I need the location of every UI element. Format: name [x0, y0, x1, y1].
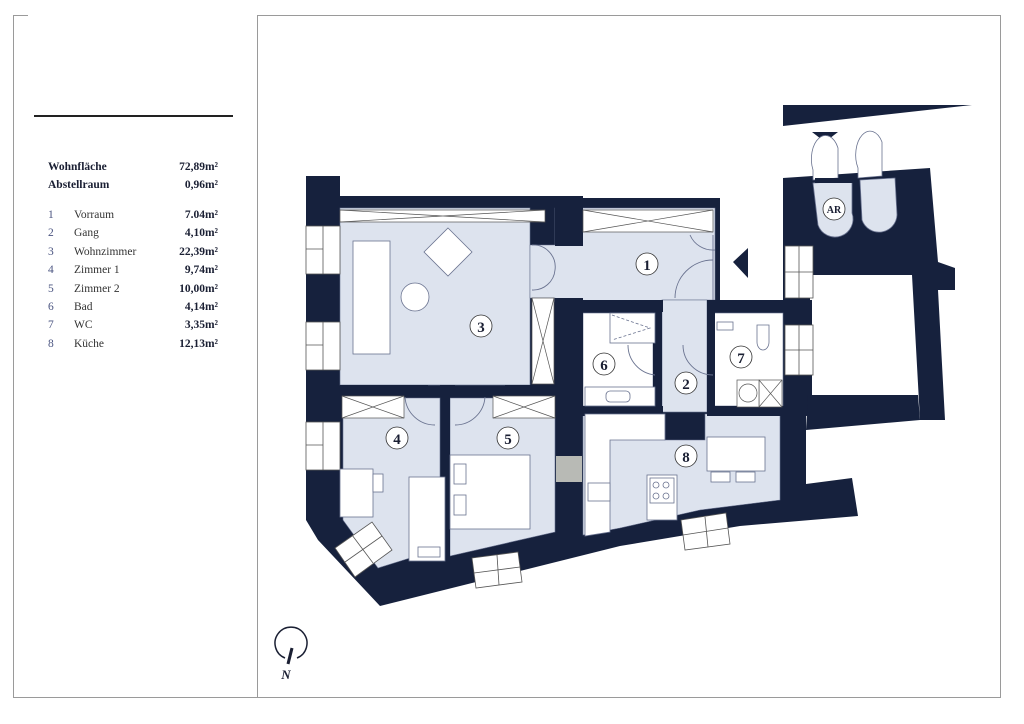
shower	[609, 312, 656, 344]
storage-value: 0,96m²	[184, 179, 218, 191]
summary-living-area: Wohnfläche 72,89m²	[48, 158, 218, 176]
svg-text:5: 5	[504, 432, 512, 448]
room-labels: 1 2 3 4 5 6 7 8 AR	[385, 197, 846, 468]
room-row: 7 WC 3,35m²	[48, 316, 218, 334]
room-row: 3 Wohnzimmer 22,39m²	[48, 243, 218, 261]
storage-label: Abstellraum	[48, 179, 110, 191]
doors	[404, 234, 716, 426]
area-summary: Wohnfläche 72,89m² Abstellraum 0,96m²	[48, 158, 218, 194]
room-name: WC	[74, 319, 93, 332]
room-area: 3,35m²	[184, 319, 218, 332]
north-arrow-icon: N	[274, 626, 308, 682]
svg-text:AR: AR	[827, 205, 842, 216]
svg-text:4: 4	[393, 432, 401, 448]
furniture	[339, 227, 770, 562]
wardrobes	[339, 209, 783, 419]
double-bed	[449, 454, 531, 530]
legend-divider	[34, 115, 233, 117]
room-area: 4,10m²	[184, 227, 218, 240]
room-area: 7.04m²	[184, 209, 218, 221]
room-2-floor	[661, 299, 708, 413]
room-name: Küche	[74, 337, 105, 350]
room-name: Wohnzimmer	[74, 245, 137, 258]
wc-sink	[716, 321, 734, 331]
room-name: Zimmer 2	[74, 282, 120, 295]
room-number: 1	[48, 209, 54, 221]
room-row: 4 Zimmer 1 9,74m²	[48, 261, 218, 279]
room-number: 2	[48, 227, 54, 240]
room-number: 8	[48, 337, 54, 350]
room-label-1: 1	[635, 252, 659, 276]
storage-units	[810, 130, 898, 238]
room-label-8: 8	[674, 444, 698, 468]
room-area: 22,39m²	[179, 245, 218, 258]
svg-text:2: 2	[682, 377, 690, 393]
room-number: 6	[48, 300, 54, 313]
room-number: 4	[48, 264, 54, 277]
toilet	[756, 324, 770, 351]
kitchen-counter	[584, 413, 666, 537]
room-number: 5	[48, 282, 54, 295]
room-area: 9,74m²	[184, 264, 218, 277]
room-label-5: 5	[496, 426, 520, 450]
north-label: N	[280, 667, 291, 682]
svg-text:6: 6	[600, 358, 608, 374]
summary-storage: Abstellraum 0,96m²	[48, 176, 218, 194]
round-table	[400, 282, 430, 312]
living-area-label: Wohnfläche	[48, 161, 107, 173]
svg-text:3: 3	[477, 320, 485, 336]
room-number: 3	[48, 245, 54, 258]
storage-label-ar: AR	[822, 197, 846, 221]
sofa	[352, 240, 391, 355]
svg-text:1: 1	[643, 258, 651, 274]
svg-text:7: 7	[737, 351, 745, 367]
room-list: 1 Vorraum 7.04m² 2 Gang 4,10m² 3 Wohnzimmer 22…	[48, 206, 218, 353]
armchair-table	[423, 227, 473, 277]
room-area: 10,00m²	[179, 282, 218, 295]
legend-panel-frame	[13, 15, 257, 698]
inner-walls	[340, 196, 785, 557]
room-area: 12,13m²	[179, 337, 218, 350]
room-row: 1 Vorraum 7.04m²	[48, 206, 218, 224]
room-name: Vorraum	[74, 209, 115, 221]
room-label-6: 6	[592, 352, 616, 376]
dining-table	[706, 436, 766, 472]
plan-panel-frame	[257, 15, 1001, 698]
room-area: 4,14m²	[184, 300, 218, 313]
room-number: 7	[48, 319, 54, 332]
windows	[305, 225, 814, 589]
room-row: 6 Bad 4,14m²	[48, 298, 218, 316]
room-row: 8 Küche 12,13m²	[48, 335, 218, 353]
room-label-2: 2	[674, 371, 698, 395]
room-row: 5 Zimmer 2 10,00m²	[48, 280, 218, 298]
room-label-3: 3	[469, 314, 493, 338]
living-area-value: 72,89m²	[179, 161, 218, 173]
room-row: 2 Gang 4,10m²	[48, 224, 218, 242]
desk	[339, 468, 374, 518]
entrance-arrow-icon	[733, 248, 748, 278]
room-name: Bad	[74, 300, 93, 313]
room-label-4: 4	[385, 426, 409, 450]
kitchen-sink	[587, 482, 611, 502]
room-name: Zimmer 1	[74, 264, 120, 277]
svg-text:8: 8	[682, 450, 690, 466]
room-label-7: 7	[729, 345, 753, 369]
wall-opening	[556, 456, 582, 482]
room-name: Gang	[74, 227, 99, 240]
